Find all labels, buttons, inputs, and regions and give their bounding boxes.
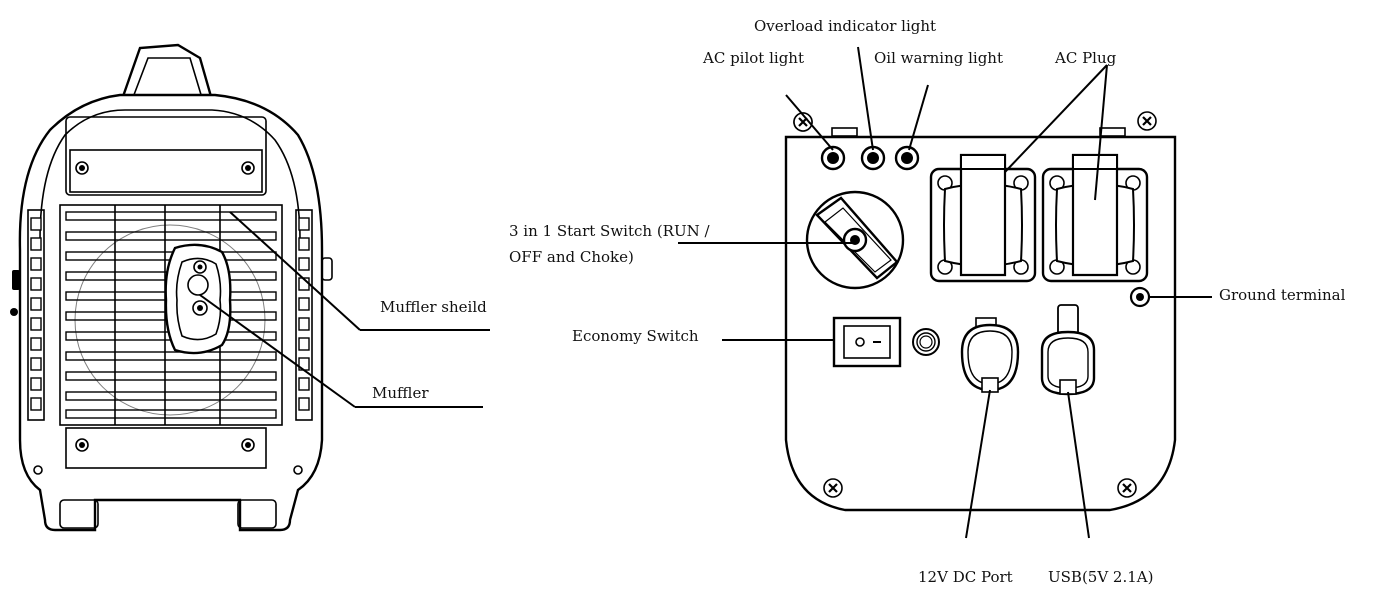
ac-plug-leader-left <box>1004 64 1108 173</box>
screw-top-right <box>241 161 255 175</box>
screw-top-left <box>75 161 89 175</box>
muffler-shield-leader <box>229 211 361 331</box>
economy-switch <box>832 316 902 368</box>
oil-warning-light <box>894 145 920 171</box>
ground-terminal <box>1129 286 1151 308</box>
muffler-label: Muffler <box>372 384 429 402</box>
generator-front-view <box>10 43 333 532</box>
dc-port-leader <box>965 389 991 539</box>
ac-plug-leader-right <box>1094 64 1108 201</box>
side-vents-left <box>27 209 45 421</box>
overload-indicator-label: Overload indicator light <box>754 17 936 35</box>
right-side-knob <box>321 257 333 281</box>
top-plate <box>65 116 267 196</box>
dc-port <box>960 317 1020 393</box>
usb-leader <box>1067 391 1090 539</box>
start-switch-label-line1: 3 in 1 Start Switch (RUN / <box>509 222 711 240</box>
ac-plug-label: AC Plug <box>1054 49 1117 67</box>
left-side-knob <box>12 270 20 290</box>
muffler-leader <box>199 294 356 408</box>
ac-pilot-light <box>820 145 846 171</box>
ac-pilot-light-leader <box>785 94 834 151</box>
screw-bottom-right <box>1117 478 1137 498</box>
usb-label: USB(5V 2.1A) <box>1048 568 1153 586</box>
oil-warning-light-label: Oil warning light <box>874 49 1003 67</box>
side-vents-right <box>295 209 313 421</box>
ground-terminal-label: Ground terminal <box>1219 286 1346 304</box>
start-switch-knob <box>805 190 905 290</box>
muffler <box>164 243 232 355</box>
right-foot <box>237 499 277 529</box>
oil-warning-leader <box>908 84 929 151</box>
ac-outlet-left <box>929 153 1037 283</box>
screw-bottom-left <box>823 478 843 498</box>
overload-indicator-light <box>860 145 886 171</box>
left-foot <box>59 499 99 529</box>
overload-indicator-leader <box>857 46 874 151</box>
muffler-shield-label: Muffler sheild <box>380 298 487 316</box>
economy-switch-label: Economy Switch <box>572 327 699 345</box>
ac-outlet-right <box>1041 153 1149 283</box>
start-switch-label-line2: OFF and Choke) <box>509 248 634 266</box>
reset-button <box>912 328 940 356</box>
ac-pilot-light-label: AC pilot light <box>702 49 804 67</box>
usb-port <box>1040 304 1096 396</box>
screw-top-right <box>1137 111 1157 131</box>
dc-port-label: 12V DC Port <box>918 568 1013 586</box>
bottom-plate <box>65 427 267 469</box>
